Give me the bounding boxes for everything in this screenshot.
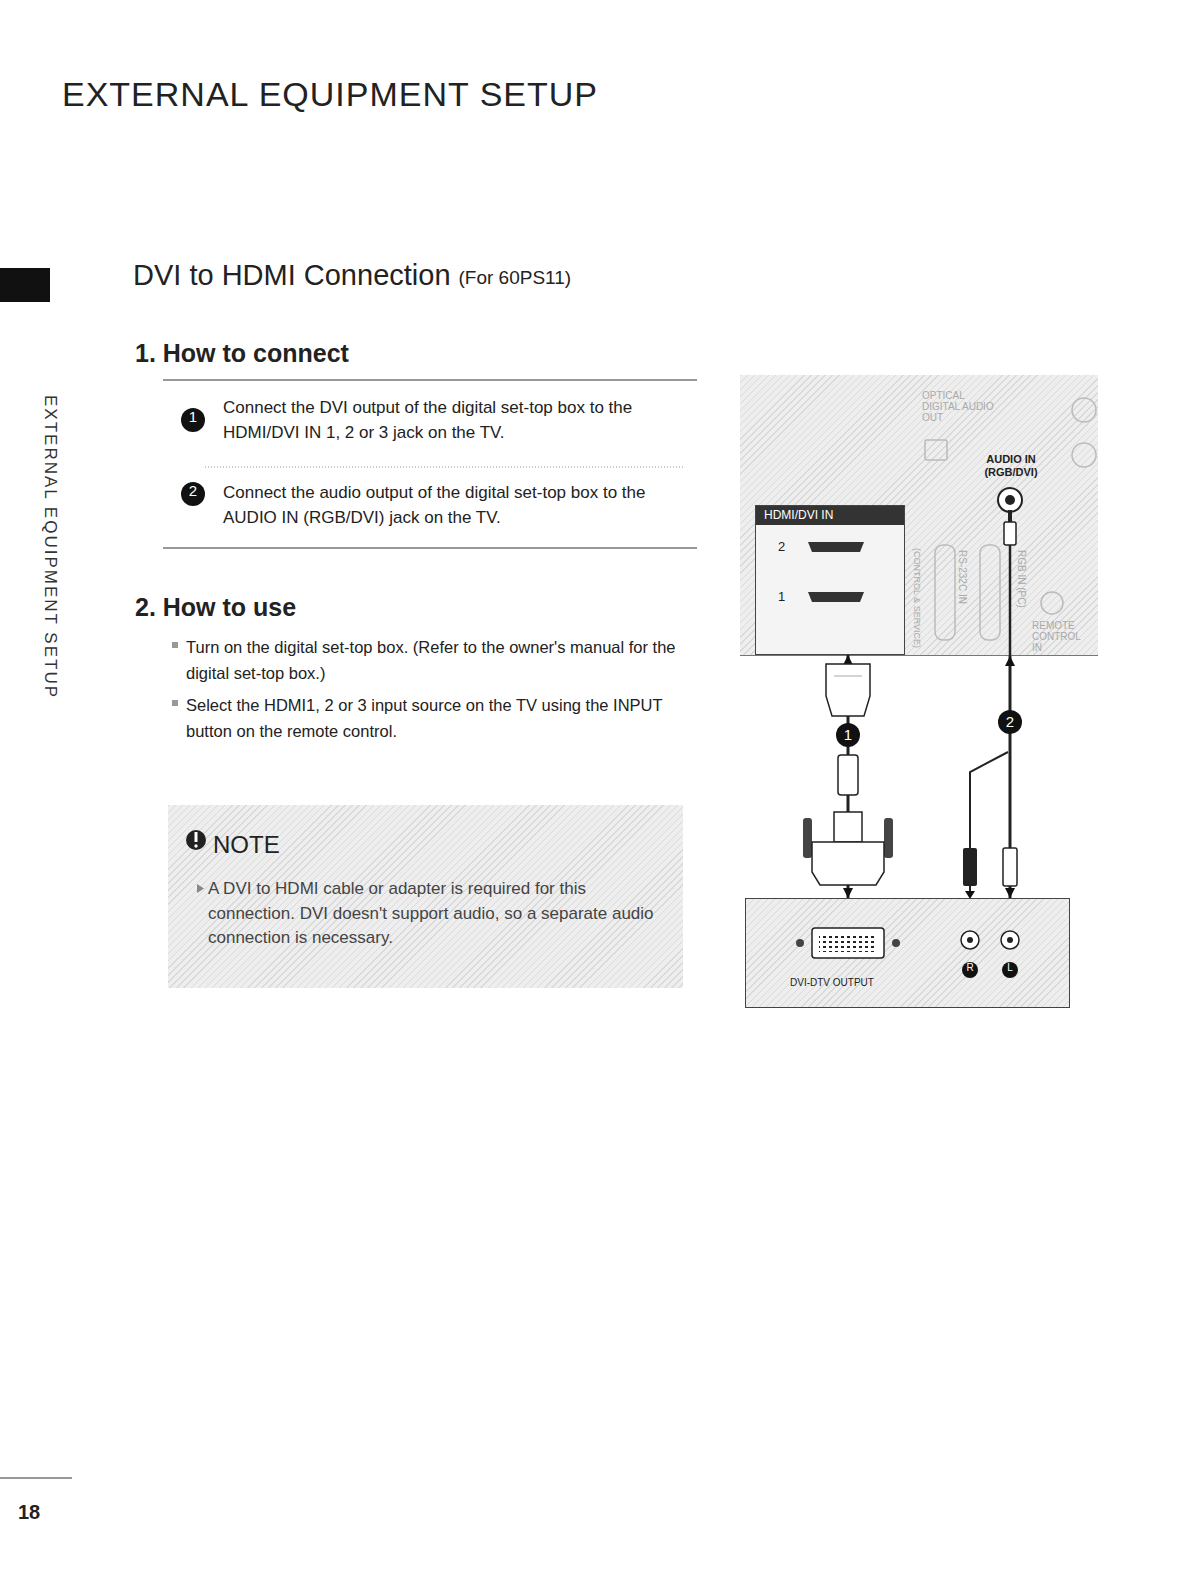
- text-holder: 18: [18, 1500, 40, 1524]
- text-holder: Turn on the digital set-top box. (Refer …: [186, 634, 686, 687]
- step-heading: 1. How to connect: [135, 338, 349, 368]
- bullet: [172, 700, 178, 706]
- note-bullet: [197, 884, 204, 893]
- rule: [163, 548, 697, 549]
- text-holder: R: [962, 962, 978, 978]
- section-heading: DVI to HDMI Connection: [133, 258, 451, 293]
- side-tab-text: EXTERNAL EQUIPMENT SETUP: [40, 395, 60, 699]
- text-holder: AUDIO IN (RGB/DVI): [975, 453, 1047, 478]
- note-box: NOTE A DVI to HDMI cable or adapter is re…: [168, 805, 683, 988]
- hdmi-input-panel: HDMI/DVI IN: [755, 505, 905, 655]
- bullet-text: Select the HDMI1, 2 or 3 input source on…: [186, 692, 686, 745]
- port-number: 1: [778, 589, 785, 605]
- ferrite-core: [838, 755, 858, 795]
- text-holder: REMOTE CONTROL IN: [1032, 620, 1092, 653]
- callout-number: 2: [181, 482, 205, 506]
- text-holder: (For 60PS11): [459, 267, 572, 290]
- text-holder: L: [1002, 962, 1018, 978]
- text-holder: DVI to HDMI Connection: [133, 258, 451, 293]
- note-heading: NOTE: [213, 831, 280, 860]
- callout-number: 1: [181, 408, 205, 432]
- channel-label: L: [1002, 962, 1018, 978]
- text-holder: 2. How to use: [135, 592, 296, 622]
- dotted-rule: [205, 467, 683, 468]
- hdmi-port: [808, 542, 864, 552]
- text-holder: A DVI to HDMI cable or adapter is requir…: [208, 877, 658, 951]
- text-holder: 2: [778, 539, 785, 555]
- port-label: DVI-DTV OUTPUT: [790, 977, 874, 989]
- audio-jack: [998, 488, 1022, 512]
- step-heading: 2. How to use: [135, 592, 296, 622]
- section-tab: [0, 268, 50, 302]
- text-holder: Connect the audio output of the digital …: [223, 481, 693, 530]
- dvi-port: [796, 928, 900, 958]
- step-text: Connect the DVI output of the digital se…: [223, 396, 693, 445]
- note-text: A DVI to HDMI cable or adapter is requir…: [208, 877, 658, 951]
- text-holder: DVI-DTV OUTPUT: [790, 977, 874, 989]
- port-number: 2: [778, 539, 785, 555]
- text-holder: 1: [181, 408, 205, 432]
- channel-label: R: [962, 962, 978, 978]
- text-holder: (CONTROL & SERVICE): [911, 548, 922, 648]
- rule: [163, 380, 697, 381]
- port-label: REMOTE CONTROL IN: [1032, 620, 1092, 653]
- text-holder: RGB IN (PC): [1015, 550, 1027, 608]
- text-holder: Select the HDMI1, 2 or 3 input source on…: [186, 692, 686, 745]
- hdmi-plug: [826, 664, 870, 716]
- port-label: RGB IN (PC): [1015, 550, 1027, 608]
- step-text: Connect the audio output of the digital …: [223, 481, 693, 530]
- dvi-adapter: [803, 812, 893, 885]
- text-holder: EXTERNAL EQUIPMENT SETUP: [62, 74, 598, 115]
- mini-plug: [1004, 510, 1016, 656]
- callout-number: 1: [836, 723, 860, 747]
- text-holder: EXTERNAL EQUIPMENT SETUP: [40, 395, 60, 699]
- page-title: EXTERNAL EQUIPMENT SETUP: [62, 74, 598, 115]
- bullet-text: Turn on the digital set-top box. (Refer …: [186, 634, 686, 687]
- text-holder: 1: [778, 589, 785, 605]
- jack-label: AUDIO IN (RGB/DVI): [975, 453, 1047, 478]
- panel-header: HDMI/DVI IN: [756, 506, 904, 525]
- port-label: OPTICAL DIGITAL AUDIO OUT: [922, 390, 997, 423]
- callout-number: 2: [998, 710, 1022, 734]
- text-holder: Connect the DVI output of the digital se…: [223, 396, 693, 445]
- port-label: (CONTROL & SERVICE): [911, 548, 922, 648]
- text-holder: HDMI/DVI IN: [756, 506, 904, 525]
- text-holder: NOTE: [213, 831, 280, 860]
- hdmi-port: [808, 592, 864, 602]
- set-top-box-panel: DVI-DTV OUTPUT: [745, 898, 1070, 1008]
- port-label: RS-232C IN: [956, 550, 968, 604]
- page-number: 18: [18, 1500, 40, 1524]
- text-holder: 1. How to connect: [135, 338, 349, 368]
- note-icon: [186, 830, 206, 850]
- page-rule: [0, 1478, 72, 1479]
- text-holder: OPTICAL DIGITAL AUDIO OUT: [922, 390, 997, 423]
- text-holder: RS-232C IN: [956, 550, 968, 604]
- bullet: [172, 642, 178, 648]
- model-note: (For 60PS11): [459, 267, 572, 290]
- text-holder: 1: [836, 723, 860, 747]
- rca-jacks: [961, 931, 1019, 949]
- rca-plugs: [963, 752, 1017, 899]
- text-holder: 2: [998, 710, 1022, 734]
- text-holder: 2: [181, 482, 205, 506]
